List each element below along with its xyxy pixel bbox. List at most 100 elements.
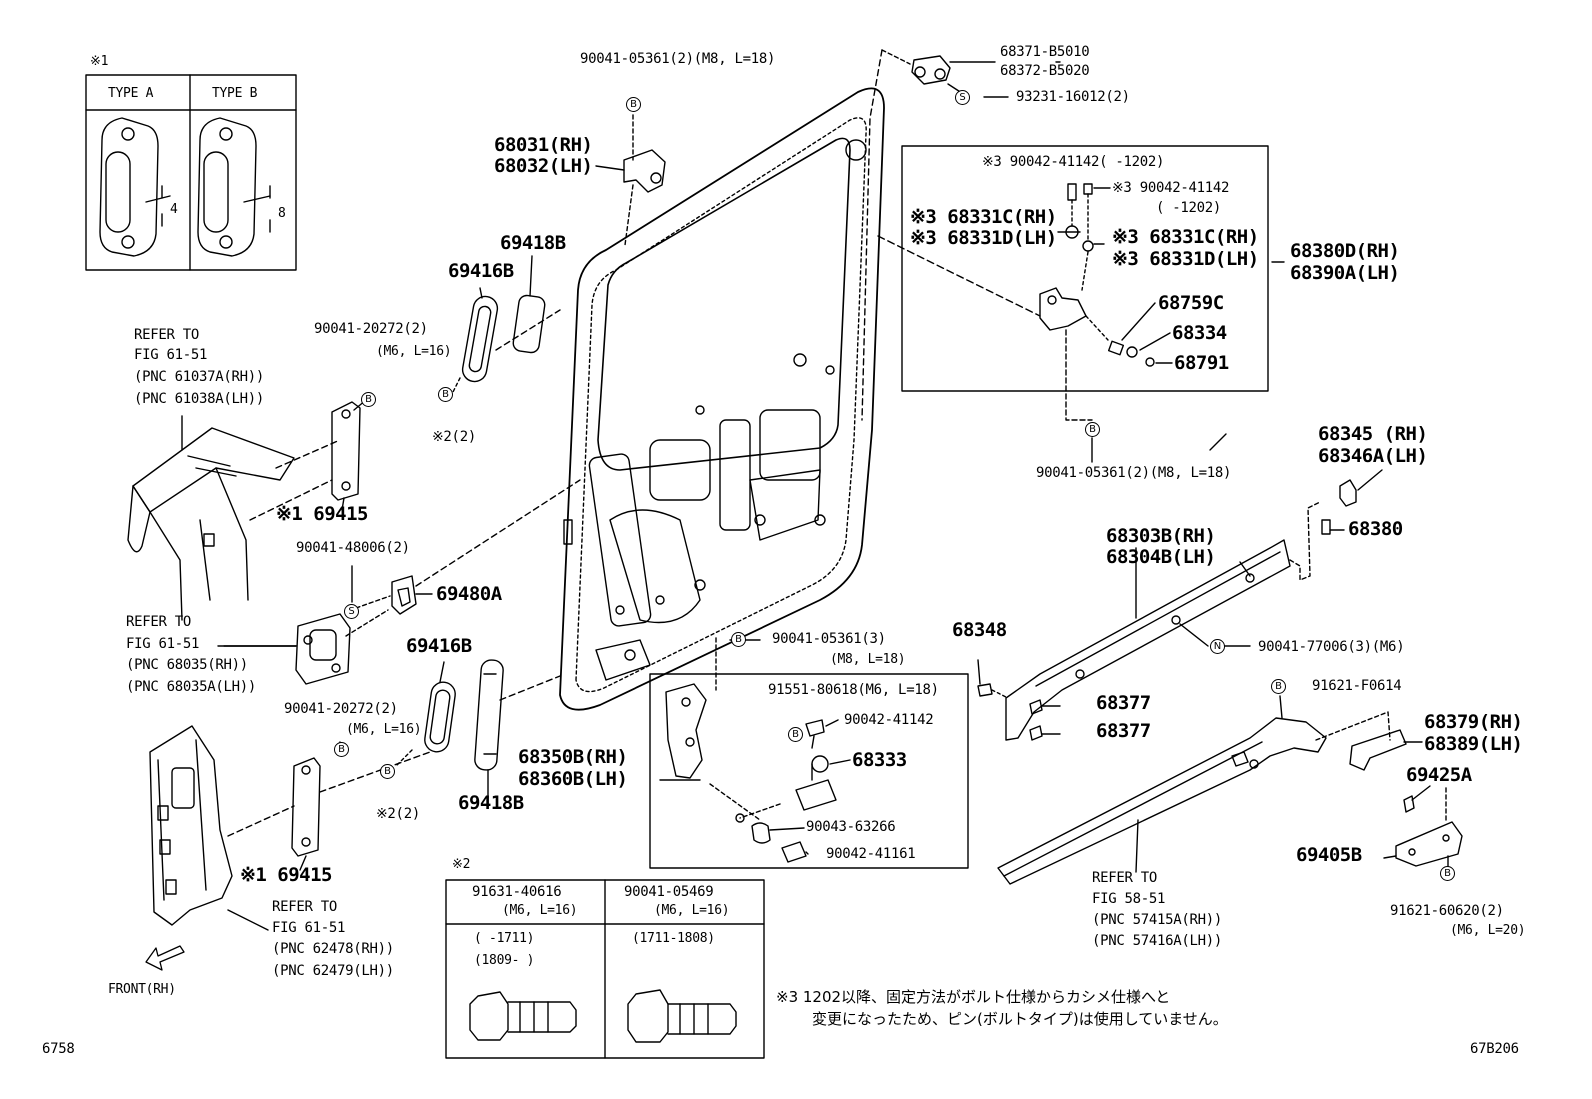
upper-pads-drawing: [451, 255, 561, 395]
leader-lines: [217, 61, 1251, 647]
label-68380: 68380: [1348, 518, 1403, 540]
lower-bracket-drawing: [1315, 711, 1463, 871]
label-bolt-91551: 91551-80618(M6, L=18): [768, 682, 939, 698]
note1-dim-a: 4: [170, 202, 178, 217]
note2-col2-head: 90041-05469: [624, 884, 714, 900]
label-68377-b: 68377: [1096, 720, 1151, 742]
bolt-b-marker: B: [731, 632, 746, 647]
label-bolt-f0614: 91621-F0614: [1312, 678, 1402, 694]
label-refer3-d: (PNC 62479(LH)): [272, 963, 394, 979]
upper-striker-drawing: [331, 399, 367, 511]
label-bolt-20272-top: 90041-20272(2): [314, 321, 428, 337]
label-roller-upper-1: 68371-B5010: [1000, 44, 1090, 60]
label-refer3-c: (PNC 62478(RH)): [272, 941, 394, 957]
label-69405b: 69405B: [1296, 844, 1362, 866]
label-68389: 68389(LH): [1424, 733, 1523, 755]
label-bolt-20272-bottom-size: (M6, L=16): [346, 722, 422, 737]
label-lower-hinge-rh: 68350B(RH): [518, 746, 628, 768]
lock-striker-drawing: [223, 609, 389, 685]
upper-roller-drawing: [861, 49, 1009, 421]
note2-table-drawing: [445, 879, 765, 1059]
note1-dim-b: 8: [278, 206, 286, 221]
bolt-b-marker: B: [380, 764, 395, 779]
label-part-68759c: 68759C: [1158, 292, 1224, 314]
footnote-line-1: ※3 1202以降、固定方法がボルト仕様からカシメ仕様へと: [776, 988, 1171, 1006]
label-refer1-d: (PNC 61038A(LH)): [134, 391, 265, 407]
label-bolt-60620-size: (M6, L=20): [1450, 923, 1526, 938]
label-part-68334: 68334: [1172, 322, 1227, 344]
label-box3-bolt-top: ※3 90042-41142( -1202): [982, 154, 1165, 170]
label-box3-right-rh: ※3 68331C(RH): [1112, 226, 1259, 248]
label-69425a: 69425A: [1406, 764, 1472, 786]
label-bolt-77006: 90041-77006(3)(M6): [1258, 639, 1405, 655]
note2-col1-head: 91631-40616: [472, 884, 562, 900]
label-bolt-20272-bottom: 90041-20272(2): [284, 701, 398, 717]
page-code-left: 6758: [42, 1041, 75, 1057]
label-center-roller-lh: 68390A(LH): [1290, 262, 1400, 284]
bolt-b-marker: B: [626, 97, 641, 112]
lower-striker-drawing: [227, 741, 431, 871]
lower-pads-drawing: [395, 659, 561, 799]
note2-col2-range: (1711-1808): [632, 931, 715, 946]
lower-rail-drawing: [997, 695, 1327, 885]
label-box3-left-rh: ※3 68331C(RH): [910, 206, 1057, 228]
label-rail-rh: 68303B(RH): [1106, 525, 1216, 547]
label-refer2-d: (PNC 68035A(LH)): [126, 679, 257, 695]
screw-s-marker: S: [344, 604, 359, 619]
label-rail-lh: 68304B(LH): [1106, 546, 1216, 568]
bolt-b-marker: B: [361, 392, 376, 407]
nut-n-marker: N: [1210, 639, 1225, 654]
label-68345: 68345 (RH): [1318, 423, 1428, 445]
label-69480a: 69480A: [436, 583, 502, 605]
label-box3-left-lh: ※3 68331D(LH): [910, 227, 1057, 249]
label-68346a: 68346A(LH): [1318, 445, 1428, 467]
label-bolt-top: 90041-05361(2)(M8, L=18): [580, 51, 776, 67]
label-68379: 68379(RH): [1424, 711, 1523, 733]
label-69416b-top: 69416B: [448, 260, 514, 282]
bolt-b-marker: B: [1440, 866, 1455, 881]
label-69418b-bottom: 69418B: [458, 792, 524, 814]
label-68377-a: 68377: [1096, 692, 1151, 714]
label-refer2-b: FIG 61-51: [126, 636, 200, 652]
label-bolt-20272-top-size: (M6, L=16): [376, 344, 452, 359]
note2-col1-size: (M6, L=16): [502, 903, 578, 918]
label-screw-upper: 93231-16012(2): [1016, 89, 1130, 105]
label-90043-63266: 90043-63266: [806, 819, 896, 835]
label-note2-bottom: ※2(2): [376, 806, 420, 822]
label-refer4-d: (PNC 57416A(LH)): [1092, 933, 1223, 949]
note1-marker: ※1: [90, 54, 109, 69]
label-note2-top: ※2(2): [432, 429, 476, 445]
door-panel-drawing: [559, 87, 885, 711]
label-69415-top: ※1 69415: [276, 503, 369, 525]
latch-plate-drawing: [351, 479, 581, 615]
label-refer4-c: (PNC 57415A(RH)): [1092, 912, 1223, 928]
bolt-b-marker: B: [788, 727, 803, 742]
note1-type-b-heading: TYPE B: [212, 86, 258, 101]
label-refer2-a: REFER TO: [126, 614, 192, 630]
page-code-right: 67B206: [1470, 1041, 1519, 1057]
label-hinge-upper-rh: 68031(RH): [494, 134, 593, 156]
label-refer4-b: FIG 58-51: [1092, 891, 1166, 907]
note2-col1-range1: ( -1711): [474, 931, 535, 946]
bolt-b-marker: B: [438, 387, 453, 402]
note2-col1-range2: (1809- ): [474, 953, 535, 968]
lower-pillar-drawing: [149, 725, 269, 931]
label-hinge-upper-lh: 68032(LH): [494, 155, 593, 177]
label-bolt-41142: 90042-41142: [844, 712, 934, 728]
bolt-b-marker: B: [334, 742, 349, 757]
label-refer3-a: REFER TO: [272, 899, 338, 915]
label-refer1-a: REFER TO: [134, 327, 200, 343]
label-front: FRONT(RH): [108, 982, 176, 997]
label-refer2-c: (PNC 68035(RH)): [126, 657, 248, 673]
label-90042-41161: 90042-41161: [826, 846, 916, 862]
label-68333: 68333: [852, 749, 907, 771]
label-box3-right-lh: ※3 68331D(LH): [1112, 248, 1259, 270]
label-refer1-c: (PNC 61037A(RH)): [134, 369, 265, 385]
screw-s-marker: S: [955, 90, 970, 105]
label-69416b-bottom: 69416B: [406, 635, 472, 657]
front-arrow-icon: [145, 945, 185, 971]
label-refer4-a: REFER TO: [1092, 870, 1158, 886]
label-refer1-b: FIG 61-51: [134, 347, 208, 363]
label-part-68791: 68791: [1174, 352, 1229, 374]
